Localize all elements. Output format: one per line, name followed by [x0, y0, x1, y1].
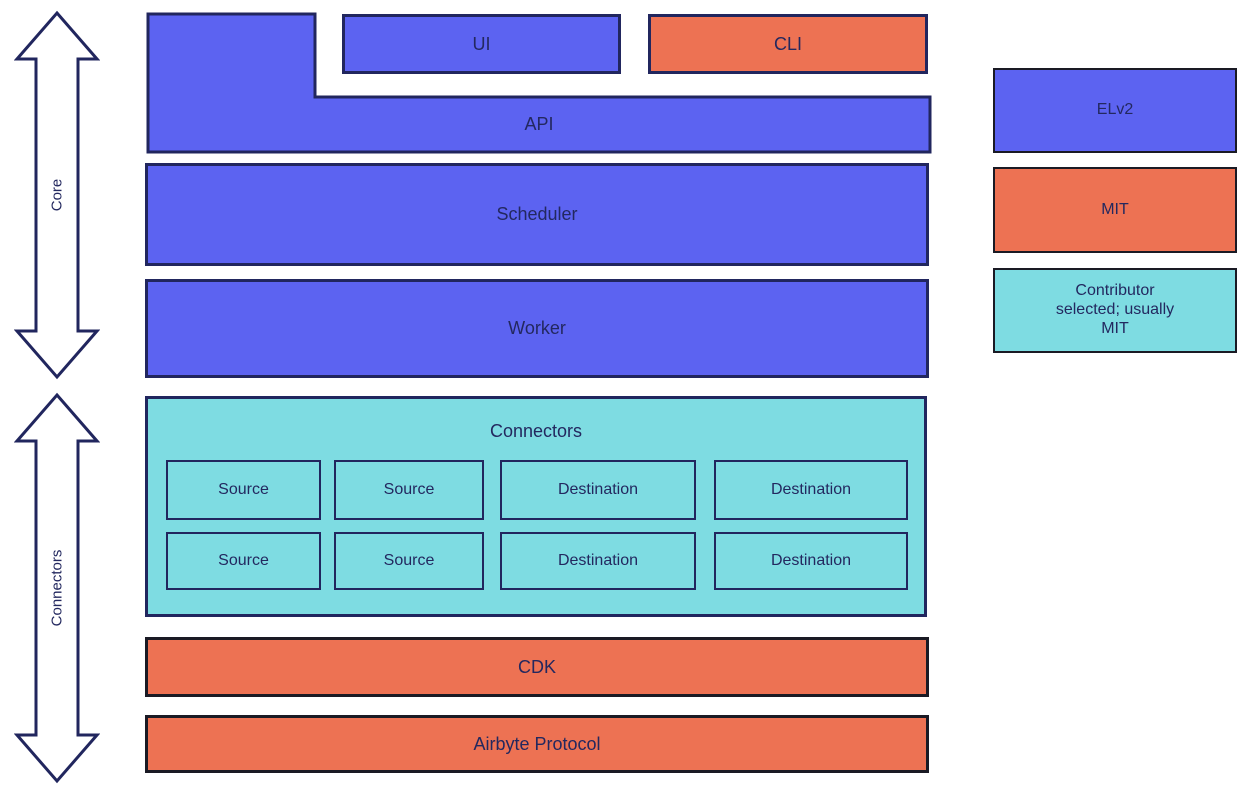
legend-mit: MIT: [993, 167, 1237, 253]
double-arrow-icon: [14, 392, 100, 784]
source-box: Source: [166, 460, 321, 520]
double-arrow-icon: [14, 10, 100, 380]
destination-box: Destination: [714, 460, 908, 520]
api-block: API: [145, 11, 933, 155]
destination-box: Destination: [714, 532, 908, 590]
worker-block: Worker: [145, 279, 929, 378]
connectors-block: Connectors Source Source Destination Des…: [145, 396, 927, 617]
cli-block: CLI: [648, 14, 928, 74]
source-box: Source: [334, 532, 484, 590]
legend-contributor-label: Contributor selected; usually MIT: [1055, 282, 1175, 337]
cdk-block: CDK: [145, 637, 929, 697]
legend-mit-label: MIT: [1101, 200, 1129, 218]
ui-block: UI: [342, 14, 621, 74]
airbyte-protocol-block: Airbyte Protocol: [145, 715, 929, 773]
destination-box: Destination: [500, 532, 696, 590]
connectors-arrow: Connectors: [14, 392, 100, 784]
source-box: Source: [334, 460, 484, 520]
source-box: Source: [166, 532, 321, 590]
legend-elv2-label: ELv2: [1096, 101, 1134, 119]
scheduler-block: Scheduler: [145, 163, 929, 266]
legend-elv2: ELv2: [993, 68, 1237, 153]
api-label: API: [524, 114, 554, 134]
core-arrow-label: Core: [48, 178, 66, 212]
destination-box: Destination: [500, 460, 696, 520]
connectors-title: Connectors: [489, 421, 583, 441]
core-arrow: Core: [14, 10, 100, 380]
connectors-arrow-label: Connectors: [48, 549, 66, 627]
legend-contributor: Contributor selected; usually MIT: [993, 268, 1237, 353]
